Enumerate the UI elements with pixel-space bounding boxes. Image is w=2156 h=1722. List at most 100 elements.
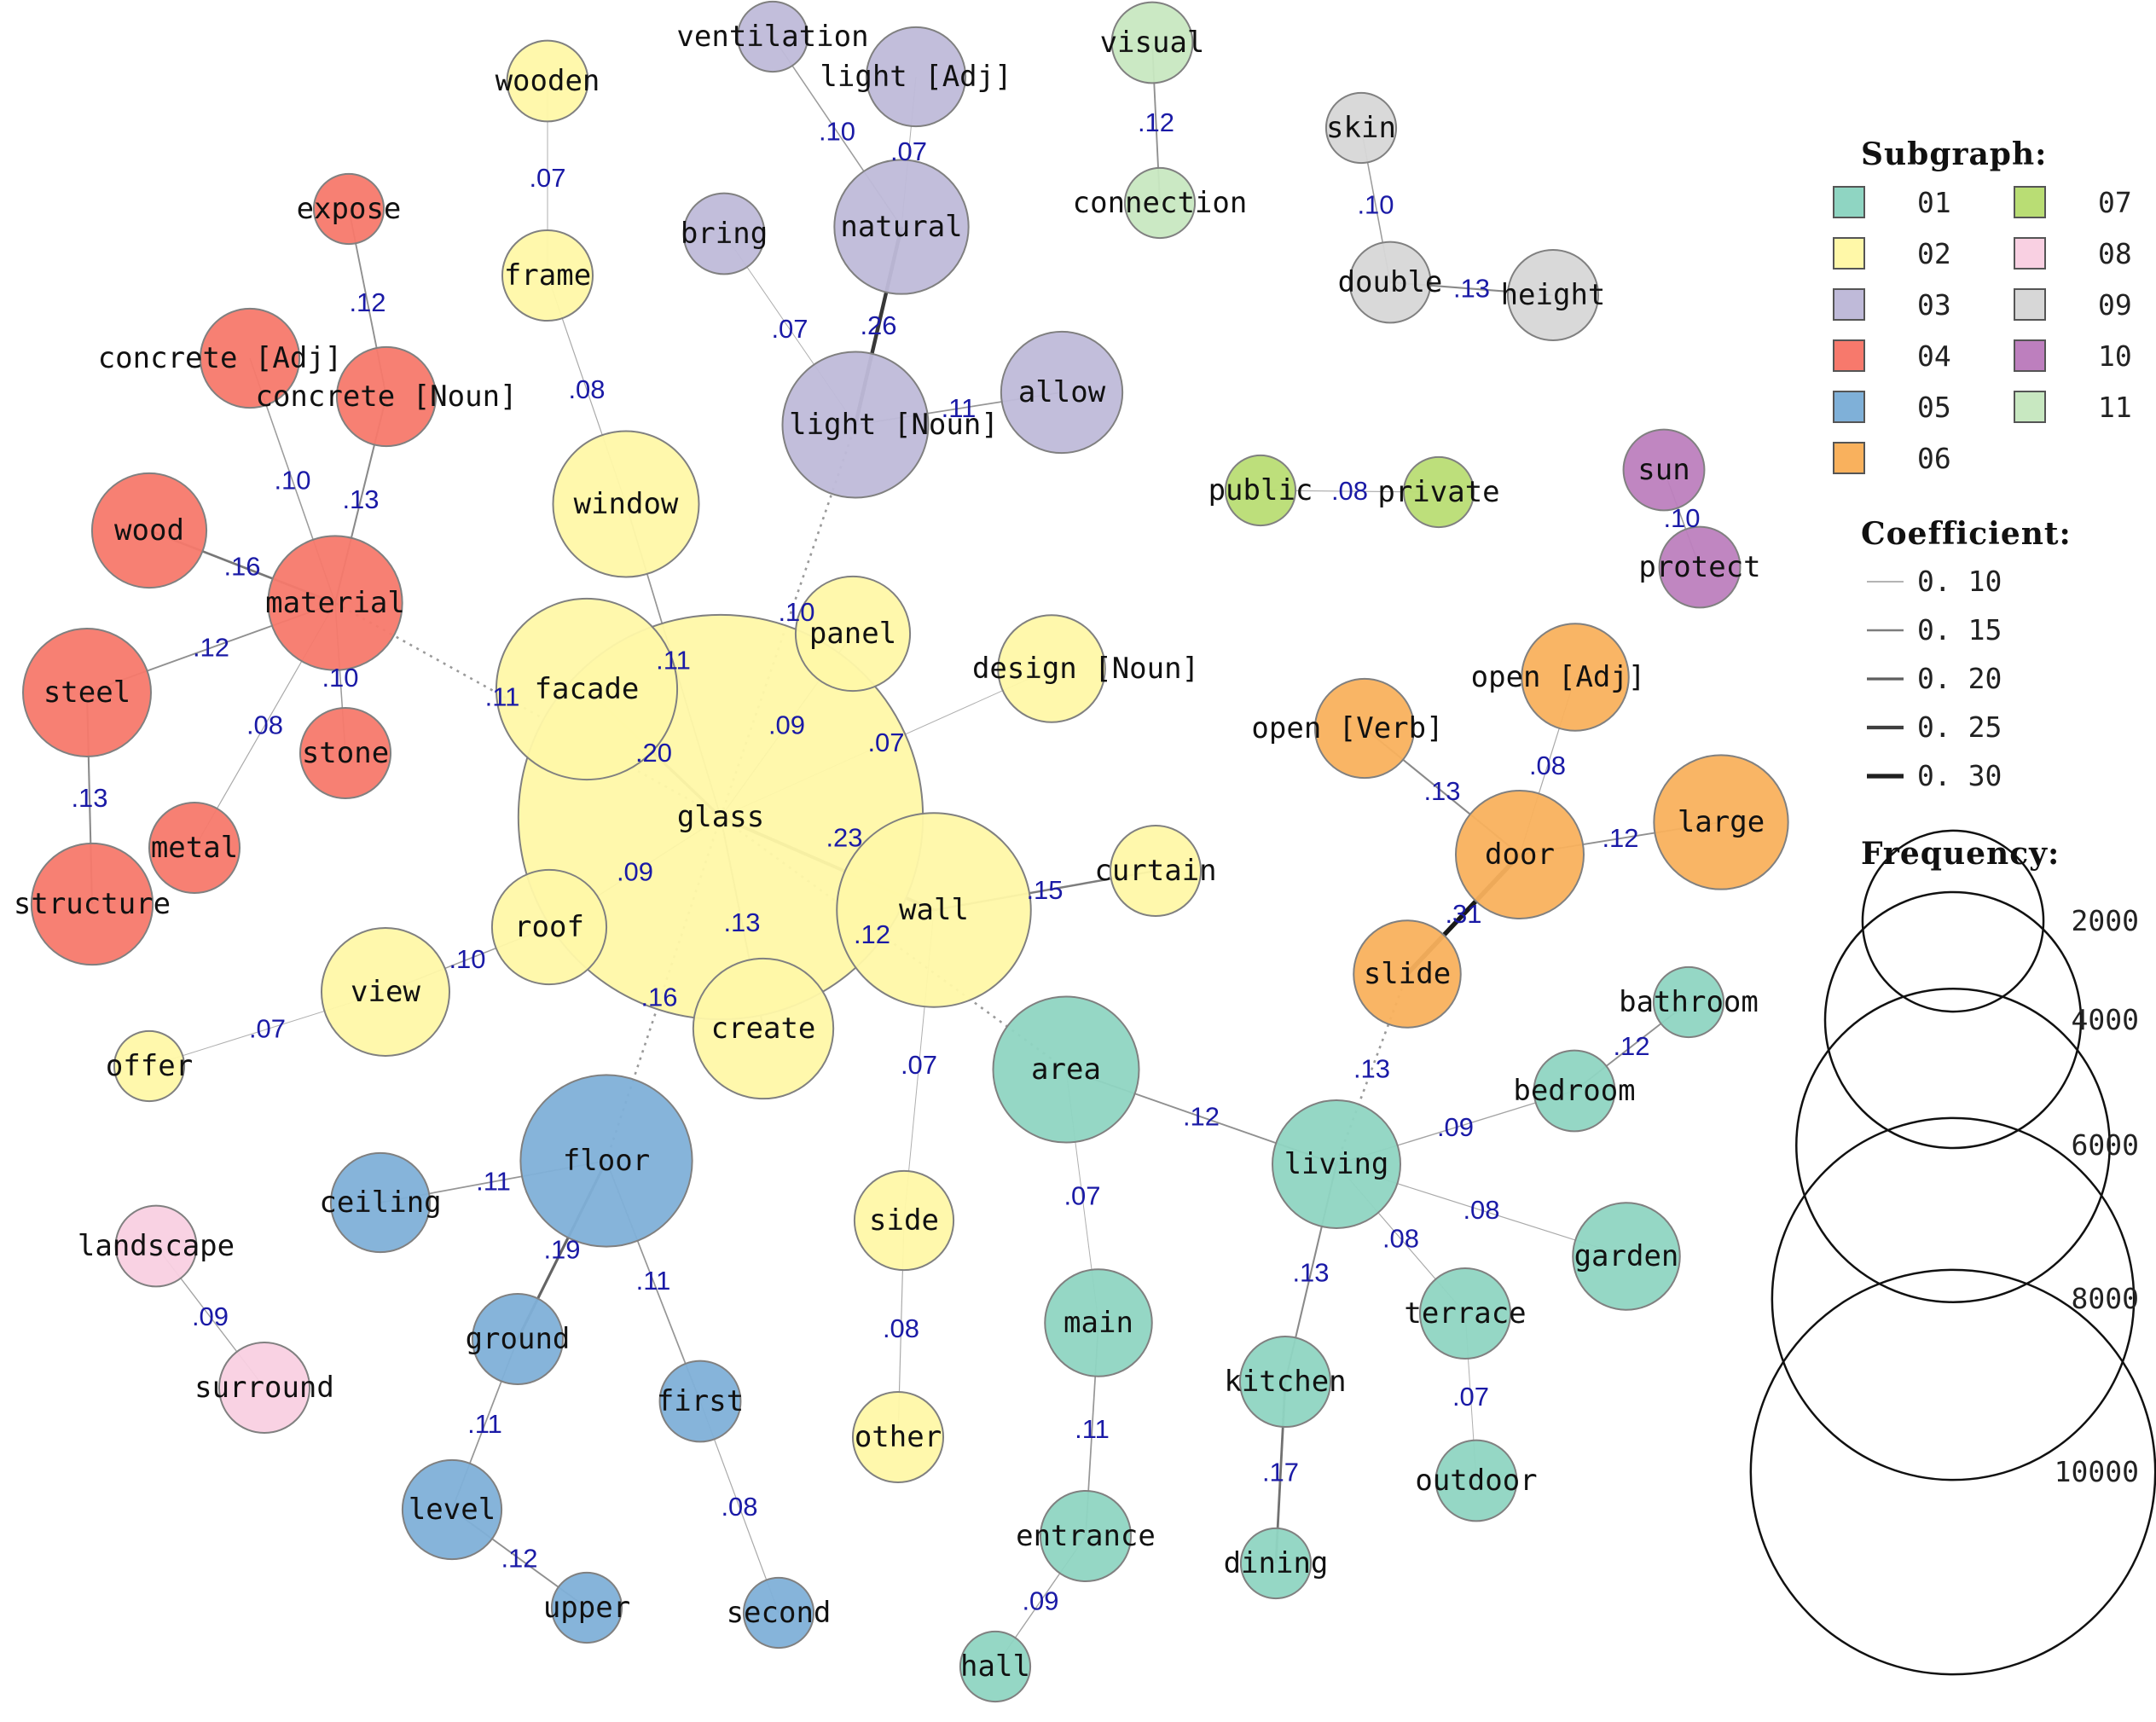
- node-label-landscape: landscape: [78, 1229, 235, 1263]
- edge-weight-frame-window: .08: [568, 374, 605, 404]
- edge-weight-terrace-outdoor: .07: [1452, 1382, 1489, 1412]
- edge-weight-glass-light_noun: .10: [778, 597, 814, 627]
- node-label-height: height: [1501, 278, 1606, 312]
- node-outdoor: [1434, 1439, 1518, 1522]
- labels-layer: glasswallfacadewindowwoodenframepaneldes…: [14, 20, 1765, 1684]
- edge-weight-light_noun-allow: .11: [942, 393, 977, 423]
- node-label-offer: offer: [106, 1049, 193, 1083]
- node-design_noun: [997, 614, 1106, 723]
- legend-frequency-label-4: 10000: [2055, 1455, 2139, 1488]
- edge-weight-living-kitchen: .13: [1292, 1258, 1329, 1288]
- node-label-level: level: [409, 1493, 496, 1527]
- node-label-view: view: [351, 975, 420, 1009]
- legend-frequency-label-1: 4000: [2072, 1003, 2139, 1036]
- node-door: [1455, 790, 1585, 919]
- edge-weight-landscape-surround: .09: [192, 1302, 229, 1331]
- node-label-surround: surround: [194, 1371, 334, 1405]
- legend-swatch-05: [1833, 391, 1865, 423]
- legend-label-01: 01: [1917, 186, 1951, 219]
- edge-weight-material-metal: .08: [246, 710, 283, 740]
- node-wood: [90, 472, 208, 589]
- edge-weight-kitchen-dining: .17: [1262, 1458, 1299, 1487]
- node-label-upper: upper: [543, 1591, 630, 1625]
- edge-weight-floor-first: .11: [636, 1266, 671, 1296]
- edge-weight-door-slide: .31: [1445, 899, 1481, 929]
- node-label-natural: natural: [840, 210, 962, 244]
- node-bring: [682, 192, 766, 275]
- edge-weight-visual-connection: .12: [1138, 107, 1174, 137]
- legend-frequency-circle-2: [1795, 988, 2111, 1303]
- node-label-material: material: [265, 586, 405, 620]
- node-label-entrance: entrance: [1016, 1519, 1156, 1553]
- node-visual: [1110, 1, 1194, 84]
- node-bedroom: [1533, 1049, 1616, 1133]
- edge-weight-bring-light_noun: .07: [771, 314, 808, 344]
- node-area: [992, 995, 1140, 1144]
- node-side: [853, 1169, 955, 1272]
- node-dining: [1239, 1527, 1313, 1600]
- legend-label-11: 11: [2098, 391, 2132, 424]
- edge-weight-material-steel: .12: [193, 633, 229, 663]
- node-garden: [1572, 1202, 1681, 1311]
- node-label-metal: metal: [151, 831, 238, 865]
- node-natural: [833, 159, 970, 295]
- edge-weight-open_verb-door: .13: [1423, 776, 1460, 806]
- edge-weight-concrete_noun-material: .13: [342, 484, 379, 514]
- node-steel: [22, 628, 152, 757]
- legend-swatch-08: [2014, 237, 2046, 270]
- node-label-bring: bring: [681, 217, 768, 251]
- node-label-create: create: [711, 1012, 816, 1046]
- node-light_noun: [781, 351, 930, 499]
- node-label-slide: slide: [1364, 957, 1451, 991]
- node-label-wooden: wooden: [496, 64, 600, 98]
- node-label-visual: visual: [1100, 26, 1205, 60]
- node-entrance: [1039, 1489, 1133, 1583]
- edge-weight-area-living: .12: [1183, 1102, 1220, 1132]
- node-landscape: [114, 1204, 198, 1288]
- node-hall: [959, 1630, 1032, 1703]
- legend-frequency-label-0: 2000: [2072, 904, 2139, 937]
- node-offer: [113, 1029, 186, 1103]
- legend-coefficient-label-4: 0. 30: [1917, 759, 2002, 792]
- legend-label-04: 04: [1917, 339, 1951, 373]
- edge-weight-ground-level: .11: [467, 1409, 502, 1439]
- node-terrace: [1418, 1267, 1512, 1360]
- node-label-stone: stone: [302, 736, 389, 770]
- node-open_verb: [1313, 677, 1416, 780]
- node-label-living: living: [1284, 1147, 1389, 1181]
- legend-swatch-09: [2014, 288, 2046, 321]
- legend-frequency-label-3: 8000: [2072, 1282, 2139, 1315]
- node-second: [742, 1576, 815, 1650]
- edge-weight-level-upper: .12: [501, 1544, 537, 1574]
- edge-weight-wall-side: .07: [901, 1050, 937, 1080]
- edge-weight-material-stone: .10: [322, 663, 358, 693]
- node-floor: [519, 1074, 693, 1248]
- node-concrete_adj: [199, 307, 301, 409]
- legend-swatch-10: [2014, 339, 2046, 372]
- legend-label-05: 05: [1917, 391, 1951, 424]
- node-main: [1044, 1268, 1153, 1377]
- legend-coefficient-label-3: 0. 25: [1917, 710, 2002, 744]
- node-label-outdoor: outdoor: [1415, 1464, 1537, 1498]
- node-label-open_adj: open [Adj]: [1471, 660, 1646, 694]
- edge-weight-concrete_adj-material: .10: [274, 466, 310, 496]
- node-label-light_adj: light [Adj]: [820, 60, 1011, 94]
- legend-swatch-11: [2014, 391, 2046, 423]
- node-double: [1348, 241, 1432, 324]
- edge-weight-floor-ground: .19: [543, 1235, 580, 1265]
- node-label-concrete_adj: concrete [Adj]: [98, 341, 343, 375]
- node-label-ventilation: ventilation: [676, 20, 868, 54]
- node-label-structure: structure: [14, 887, 171, 921]
- node-slide: [1353, 919, 1462, 1029]
- legend-coefficient-label-0: 0. 10: [1917, 565, 2002, 598]
- frequency-legend-title: Frequency:: [1861, 836, 2060, 872]
- node-material: [267, 535, 403, 671]
- node-light_adj: [865, 26, 967, 128]
- node-large: [1653, 754, 1789, 890]
- legend-frequency-circle-4: [1749, 1268, 2156, 1676]
- edge-weight-public-private: .08: [1331, 476, 1368, 506]
- edge-weight-glass-roof: .09: [617, 857, 653, 887]
